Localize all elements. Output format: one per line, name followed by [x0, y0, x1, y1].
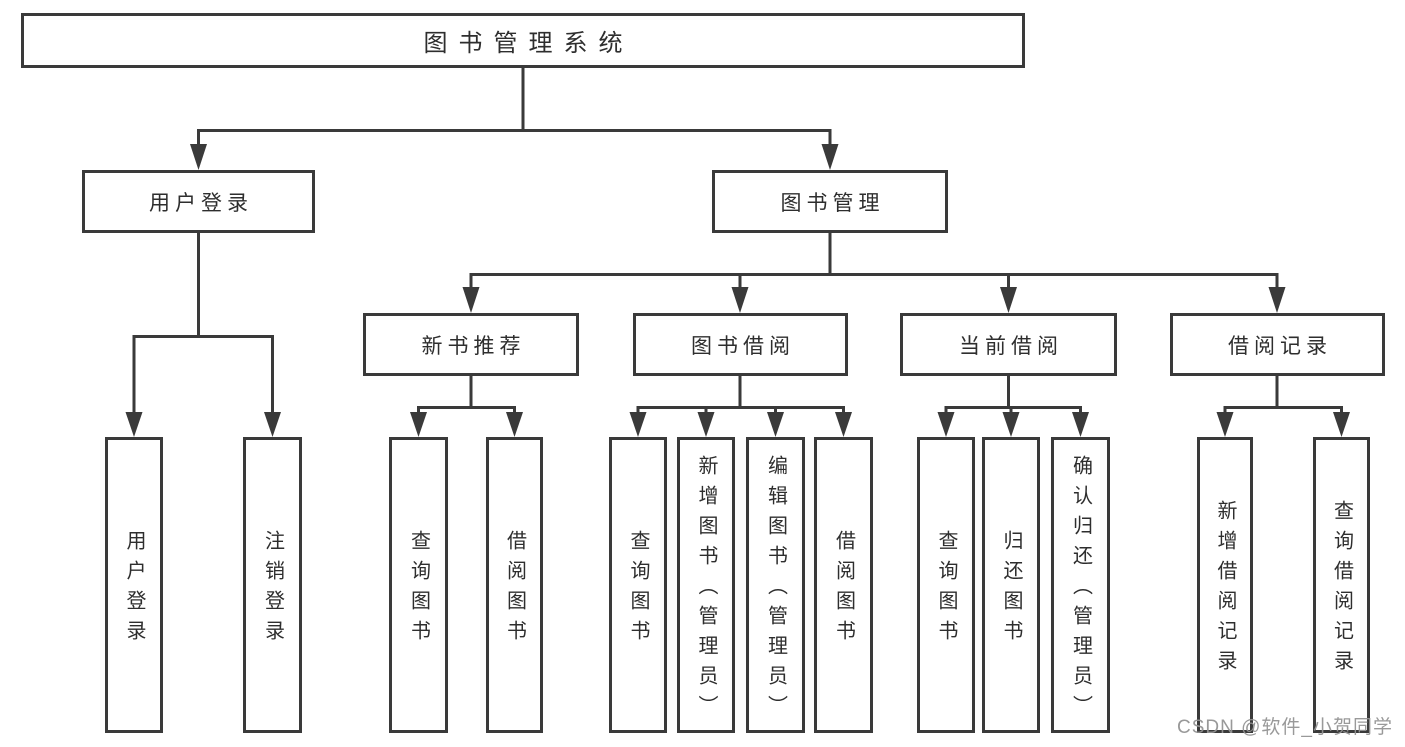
node-root-label: 图书管理系统 — [423, 30, 634, 57]
leaf-logout-label: 注销登录 — [261, 530, 284, 650]
leaf-edit-book-admin-label: 编辑图书（管理员） — [764, 455, 787, 725]
branch-lines — [132, 68, 1343, 413]
leaf-query-books-borrow: 查询图书 — [609, 437, 667, 733]
leaf-borrow-books: 借阅图书 — [814, 437, 873, 733]
node-user-login: 用户登录 — [82, 170, 315, 233]
node-book-management: 图书管理 — [712, 170, 948, 233]
leaf-user-login: 用户登录 — [105, 437, 163, 733]
node-borrow-records: 借阅记录 — [1170, 313, 1385, 376]
leaf-query-borrow-record-label: 查询借阅记录 — [1330, 500, 1353, 680]
node-book-borrow-label: 图书借阅 — [691, 334, 795, 358]
leaf-query-books-current-label: 查询图书 — [935, 530, 957, 650]
csdn-watermark: CSDN @软件_小贺同学 — [1177, 717, 1393, 738]
leaf-borrow-books-recommend: 借阅图书 — [486, 437, 543, 733]
leaf-add-book-admin-label: 新增图书（管理员） — [695, 455, 717, 725]
leaf-confirm-return-admin-label: 确认归还（管理员） — [1069, 455, 1092, 725]
leaf-add-book-admin: 新增图书（管理员） — [677, 437, 735, 733]
leaf-return-book: 归还图书 — [982, 437, 1040, 733]
node-borrow-records-label: 借阅记录 — [1228, 334, 1332, 358]
leaf-query-books-borrow-label: 查询图书 — [627, 530, 649, 650]
leaf-query-books-recommend-label: 查询图书 — [407, 530, 430, 650]
node-book-management-label: 图书管理 — [780, 191, 885, 215]
leaf-add-borrow-record: 新增借阅记录 — [1197, 437, 1253, 733]
node-current-borrow: 当前借阅 — [900, 313, 1117, 376]
leaf-confirm-return-admin: 确认归还（管理员） — [1051, 437, 1110, 733]
leaf-user-login-label: 用户登录 — [123, 530, 145, 650]
leaf-return-book-label: 归还图书 — [1000, 530, 1022, 650]
leaf-query-borrow-record: 查询借阅记录 — [1313, 437, 1370, 733]
leaf-query-books-current: 查询图书 — [917, 437, 975, 733]
node-new-book-recommend-label: 新书推荐 — [421, 334, 526, 358]
node-book-borrow: 图书借阅 — [633, 313, 848, 376]
leaf-logout: 注销登录 — [243, 437, 302, 733]
leaf-edit-book-admin: 编辑图书（管理员） — [746, 437, 805, 733]
node-new-book-recommend: 新书推荐 — [363, 313, 579, 376]
leaf-borrow-books-recommend-label: 借阅图书 — [503, 530, 526, 650]
node-user-login-label: 用户登录 — [149, 191, 253, 215]
node-root: 图书管理系统 — [21, 13, 1025, 68]
leaf-add-borrow-record-label: 新增借阅记录 — [1214, 500, 1236, 680]
leaf-borrow-books-label: 借阅图书 — [832, 530, 855, 650]
leaf-query-books-recommend: 查询图书 — [389, 437, 448, 733]
arrowheads — [125, 144, 1350, 437]
node-current-borrow-label: 当前借阅 — [959, 334, 1063, 358]
